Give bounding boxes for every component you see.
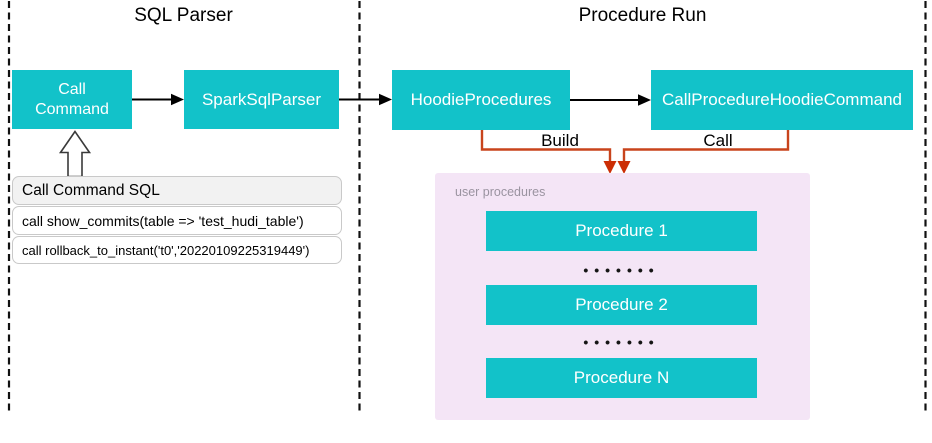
sql-statement-row: call rollback_to_instant('t0','202201092… bbox=[12, 236, 342, 264]
ellipsis-dots: ••••••• bbox=[583, 334, 660, 350]
arrowhead-icon bbox=[379, 93, 392, 106]
arrow-hoodieprocedures-to-callprocedurehoodiecommand bbox=[570, 94, 651, 106]
node-label: Call Command bbox=[35, 80, 109, 118]
arrowhead-icon bbox=[638, 94, 651, 106]
ellipsis-dots: ••••••• bbox=[583, 262, 660, 278]
user-procedures-label: user procedures bbox=[455, 185, 546, 199]
node-procedure-2: Procedure 2 bbox=[486, 285, 757, 325]
arrow-sparksqlparser-to-hoodieprocedures bbox=[339, 93, 392, 106]
node-procedure-n: Procedure N bbox=[486, 358, 757, 398]
call-edge-label: Call bbox=[703, 131, 733, 150]
arrowhead-icon bbox=[171, 93, 184, 106]
node-spark-sql-parser: SparkSqlParser bbox=[184, 70, 339, 129]
node-label: HoodieProcedures bbox=[410, 90, 552, 109]
up-arrow-icon bbox=[58, 130, 92, 178]
sql-parser-section-title: SQL Parser bbox=[134, 5, 233, 26]
procedure-run-section-title: Procedure Run bbox=[578, 5, 707, 26]
node-label: SparkSqlParser bbox=[201, 89, 322, 109]
arrow-callcommand-to-sparksqlparser bbox=[132, 93, 184, 106]
sql-panel-header: Call Command SQL bbox=[12, 176, 342, 205]
node-procedure-1: Procedure 1 bbox=[486, 211, 757, 251]
node-call-procedure-hoodie-command: CallProcedureHoodieCommand bbox=[651, 70, 913, 130]
node-hoodie-procedures: HoodieProcedures bbox=[392, 70, 570, 130]
user-procedures-panel: user procedures Procedure 1 ••••••• Proc… bbox=[435, 173, 810, 420]
node-call-command: Call Command bbox=[12, 70, 132, 129]
node-label: CallProcedureHoodieCommand bbox=[661, 90, 902, 109]
build-edge-label: Build bbox=[541, 131, 579, 150]
sql-statement-row: call show_commits(table => 'test_hudi_ta… bbox=[12, 206, 342, 235]
